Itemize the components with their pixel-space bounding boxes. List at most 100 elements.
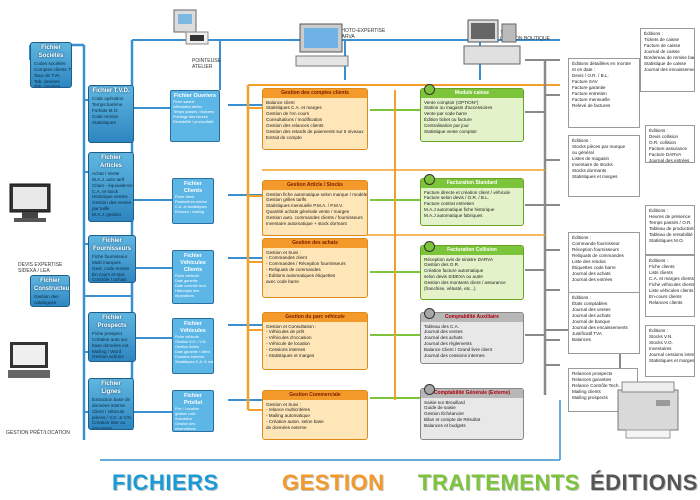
traitement-3-line: Journal des cessions internes (424, 353, 485, 359)
traitement-3-line: Journal des règlements (424, 341, 472, 347)
fichier-1-line: Forfaits M.O. (92, 107, 119, 113)
devis-label-line: SIDEXA / LEA (18, 268, 50, 274)
traitement-0-line: Édition ticket ou facture (424, 117, 472, 123)
edition-5-line: Reliquats de commandes (572, 252, 624, 258)
photo-label-line: PHOTO-EXPERTISE (338, 28, 386, 34)
traitement-0-line: Vente par code barre (424, 111, 467, 117)
fichier-5-title: Fichier Prospects (97, 315, 127, 329)
edition-1-line: et en date : (572, 66, 595, 72)
gestion-3-line: - Véhicules d'occasion (266, 335, 312, 341)
fichier-5-line: Mailing / Word (92, 348, 122, 354)
fichier-2-line: Achat / Vente (92, 170, 120, 176)
traitement-1-title: Facturation Standard (421, 179, 523, 188)
gestion-0-line: Consultations / modification (266, 117, 323, 123)
pointeuse-label-line: ATELIER (192, 64, 213, 70)
subfichier-3-line: Date garantie / client (175, 350, 210, 355)
subfichier-3-line: Fiche véhicule (175, 335, 200, 340)
subfichier-4-line: gestion coût (175, 412, 196, 417)
edition-8-line: Stocks V.N. (649, 333, 673, 339)
gestion-2-line: - Éditions automatiques étiquettes (266, 273, 336, 279)
edition-9-line: Mailing prospects (572, 394, 608, 400)
edition-2-line: Journal des entrées (649, 157, 690, 163)
edition-4-line: Heures de présence (649, 213, 691, 219)
fichier-2-title: Fichier Articles (99, 155, 122, 169)
traitement-3-line: Balance Client / Grand livre client (424, 347, 492, 353)
fichier-6-line: données interne (92, 402, 125, 408)
fichier-0-title: Fichier Sociétés (38, 45, 64, 59)
category-gestion: GESTION (282, 470, 385, 495)
fichier-3-title: Fichier Fournisseurs (92, 238, 131, 252)
fichier-2-line: Gestion des ventes (92, 200, 132, 206)
edition-6-line: En-cours clients (649, 293, 682, 299)
subfichier-0-line: Rentabilité / productivité (173, 119, 214, 124)
gestion-4-line: - relance multicritères (266, 407, 310, 413)
fichier-0-line: Tab. devises (34, 78, 60, 84)
traitement-3-title: Comptabilité Auxiliaire (421, 313, 523, 322)
status-dot (424, 174, 435, 185)
subfichier-3-line: Gestion fiches (175, 345, 200, 350)
gestion-1-line: Gestion grilles tarifs (266, 197, 307, 203)
fichier-4-line: constructeurs et (34, 306, 67, 307)
fichier-0-line: Tab. remises (34, 84, 61, 88)
category-fichiers: FICHIERS (112, 470, 219, 495)
fichier-0-line: Comptes clients TVA (34, 66, 71, 72)
edition-6-line: Relances clients (649, 299, 683, 305)
monitor-icon (6, 182, 56, 229)
traitement-0-line: Statistique vente comptoir (424, 129, 477, 135)
gestion-1-line: Gestion fiche automatique selon marque /… (266, 191, 368, 197)
fichier-1-line: Statistiques (92, 119, 116, 125)
edition-9-line: Relance Contrôle Tech. (572, 382, 620, 388)
edition-8-line: Éditions : (649, 328, 668, 333)
gestion-2-title: Gestion des achats (263, 239, 367, 248)
gestion-3-line: - Véhicules de prêt (266, 329, 305, 335)
fichier-3-line: Gest. code remise (92, 265, 130, 271)
traitement-0-title: Module caisse (421, 89, 523, 98)
devis-label-line: DEVIS EXPERTISE (18, 262, 63, 268)
gestion-3-title: Gestion du parc véhicule (263, 313, 367, 322)
subfichier-1-line: Relance / mailing (175, 210, 205, 215)
subfichier-1-line: C.A. et statistiques (175, 205, 207, 210)
fichier-2-line: M.A.J. gestion (92, 212, 122, 218)
edition-5-line: Journal des achats (572, 270, 611, 276)
fichier-0-line: Taux de TVA (34, 72, 60, 78)
subfichier-0-title: Fichier Ouvriers (173, 93, 217, 99)
subfichier-4-line: Prix / Location (175, 407, 200, 412)
fichier-1-line: Temps barème (92, 101, 123, 107)
fichier-2-line: C.A. et stock (92, 188, 119, 194)
edition-7-line: États comptables (572, 300, 608, 306)
status-dot (424, 384, 435, 395)
traitement-4-line: Saisie sur Brouillard (424, 399, 465, 405)
traitement-4-line: Guide de saisie (424, 405, 456, 411)
edition-9-line: Mailing clients (572, 388, 601, 394)
gestion-0-line: Extrait de compte (266, 135, 302, 141)
gestion-0-line: Gestion des relances clients (266, 123, 324, 129)
gestion-0-line: Gestion des retards de paiements sur 5 n… (266, 129, 364, 135)
traitement-1-line: Facture contrat entretien (424, 201, 475, 207)
traitement-0-line: Station ou magasin d'accessoires (424, 105, 493, 111)
traitement-2-line: Création facture automatique (424, 268, 484, 274)
gestion-1-line: Quantité achats générale vente / marges (266, 209, 349, 215)
traitement-1-line: Facture selon devis / O.R. / B.L. (424, 195, 490, 201)
edition-7-line: Journal des achats (572, 312, 611, 318)
traitement-4-title: Comptabilité Générale (Externe) (421, 389, 523, 398)
fichier-4: Fichier ConstructeursGestion descatalogu… (30, 275, 70, 307)
subfichier-2-line: Date contrôle tech. (175, 284, 207, 289)
edition-8-line: Journal cessions internes (649, 351, 694, 357)
gestion-3-line: - Statistiques et marges (266, 353, 315, 359)
edition-4-line: Tableau de rentabilité (649, 231, 693, 237)
traitement-2-line: (franchise, vétusté, etc...) (424, 286, 476, 292)
